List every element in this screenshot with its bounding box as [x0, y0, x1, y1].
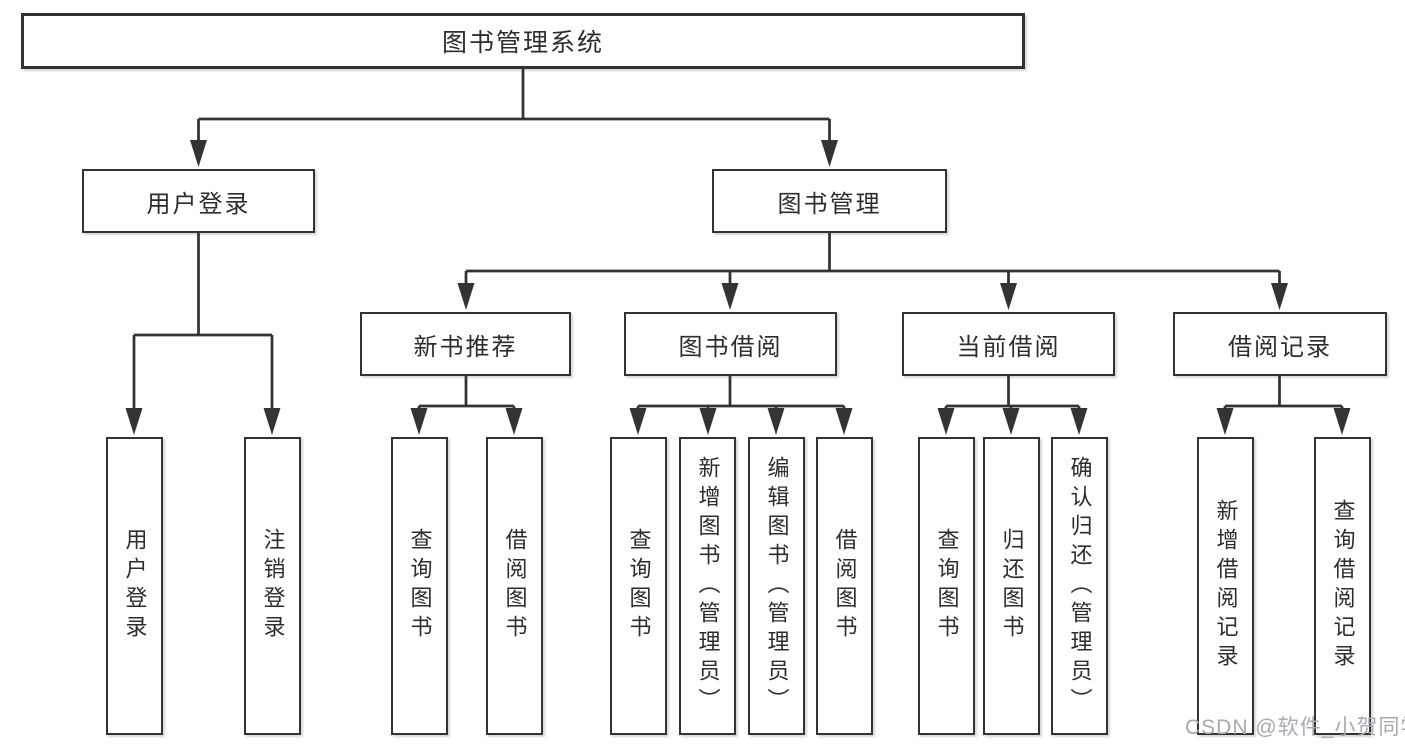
node-label: 归还图书: [999, 528, 1025, 644]
leaf-confirm-return-admin: 确认归还（管理员）: [1051, 437, 1108, 735]
node-borrow-records: 借阅记录: [1173, 312, 1387, 376]
connector-current-borrow-branch: [944, 376, 1081, 412]
connector-root-branch: [197, 69, 831, 146]
leaf-add-borrow-record: 新增借阅记录: [1197, 437, 1254, 735]
node-user-login: 用户登录: [82, 169, 315, 233]
arrowhead-to-new-book-recommend: [457, 283, 475, 310]
csdn-watermark: CSDN @软件_小贺同学: [1185, 716, 1405, 739]
connector-book-borrow-branch: [636, 376, 846, 412]
node-label: 查询图书: [934, 528, 960, 644]
node-book-borrow: 图书借阅: [624, 312, 837, 376]
arrowhead-to-leaf-borrow-books-2: [835, 408, 853, 435]
arrowhead-to-leaf-borrow-books-1: [505, 408, 523, 435]
leaf-query-books-recommend: 查询图书: [391, 437, 448, 735]
arrowhead-to-user-login: [190, 140, 207, 167]
arrowhead-to-leaf-add-books: [699, 408, 717, 435]
leaf-query-books-borrow: 查询图书: [610, 437, 667, 735]
leaf-logout: 注销登录: [244, 437, 301, 735]
arrowhead-to-book-borrow: [721, 283, 739, 310]
node-label: 用户登录: [146, 190, 251, 218]
node-label: 图书管理系统: [441, 29, 604, 57]
node-label: 确认归还（管理员）: [1067, 455, 1093, 717]
node-current-borrow: 当前借阅: [902, 312, 1115, 376]
node-label: 图书借阅: [678, 333, 783, 361]
leaf-query-books-current: 查询图书: [918, 437, 975, 735]
arrowhead-to-leaf-query-books-3: [937, 408, 955, 435]
node-book-management: 图书管理: [712, 169, 947, 233]
leaf-borrow-books: 借阅图书: [816, 437, 873, 735]
leaf-edit-books-admin: 编辑图书（管理员）: [748, 437, 805, 735]
node-label: 新书推荐: [413, 333, 518, 361]
node-new-book-recommend: 新书推荐: [360, 312, 571, 376]
arrowhead-to-leaf-add-record: [1216, 408, 1234, 435]
leaf-user-login: 用户登录: [106, 437, 163, 735]
arrowhead-to-leaf-confirm-return: [1070, 408, 1088, 435]
node-label: 查询借阅记录: [1330, 499, 1356, 673]
arrowhead-to-leaf-logout: [263, 408, 281, 435]
node-label: 注销登录: [260, 528, 286, 644]
arrowhead-to-leaf-edit-books: [767, 408, 785, 435]
node-label: 图书管理: [777, 190, 882, 218]
node-label: 用户登录: [122, 528, 148, 644]
node-label: 新增借阅记录: [1213, 499, 1239, 673]
arrowhead-to-leaf-query-books-2: [629, 408, 647, 435]
node-label: 借阅图书: [502, 528, 528, 644]
node-library-management-system: 图书管理系统: [21, 13, 1025, 69]
connector-borrow-records-branch: [1223, 376, 1344, 412]
node-label: 查询图书: [626, 528, 652, 644]
arrowhead-to-leaf-query-books-1: [410, 408, 428, 435]
arrowhead-to-book-management: [821, 140, 838, 167]
node-label: 新增图书（管理员）: [695, 455, 721, 717]
connector-book-management-branch: [464, 233, 1281, 288]
leaf-add-books-admin: 新增图书（管理员）: [679, 437, 736, 735]
arrowhead-to-leaf-return-books: [1002, 408, 1020, 435]
leaf-return-books: 归还图书: [983, 437, 1040, 735]
arrowhead-to-current-borrow: [1000, 283, 1017, 310]
node-label: 借阅图书: [832, 528, 858, 644]
node-label: 借阅记录: [1228, 333, 1332, 361]
arrowhead-to-leaf-query-record: [1333, 408, 1351, 435]
node-label: 编辑图书（管理员）: [764, 455, 790, 717]
leaf-query-borrow-record: 查询借阅记录: [1314, 437, 1371, 735]
connector-new-book-branch: [417, 376, 516, 412]
node-label: 当前借阅: [956, 333, 1061, 361]
leaf-borrow-books-recommend: 借阅图书: [486, 437, 543, 735]
arrowhead-to-borrow-records: [1271, 283, 1288, 310]
connector-user-login-branch: [132, 233, 274, 412]
node-label: 查询图书: [407, 528, 433, 644]
arrowhead-to-leaf-user-login: [125, 408, 143, 435]
